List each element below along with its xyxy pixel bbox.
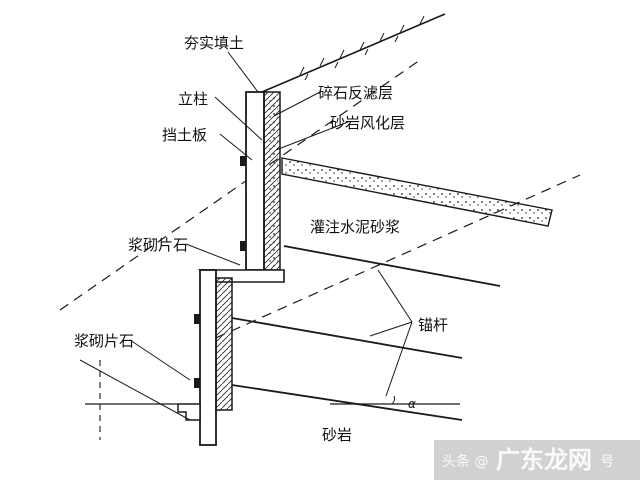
label-weathered-sandstone: 砂岩风化层 — [330, 114, 405, 132]
slope-hatch — [299, 15, 425, 81]
label-angle-alpha: α — [408, 397, 416, 411]
anchor-rod-2 — [231, 317, 463, 359]
ground-slope-line — [261, 13, 446, 93]
watermark-suffix: 号 — [600, 454, 614, 470]
label-retaining-plate: 挡土板 — [162, 126, 207, 144]
label-sandstone: 砂岩 — [322, 426, 352, 444]
lower-column — [199, 269, 217, 446]
slanted-leader — [79, 359, 191, 421]
angle-arc — [391, 395, 396, 405]
label-grout-cement-mortar: 灌注水泥砂浆 — [310, 218, 400, 236]
base-footing — [177, 403, 201, 421]
anchor-heads — [194, 156, 246, 388]
label-mortar-rubble-lower: 浆砌片石 — [74, 332, 134, 350]
watermark-brand: 广东龙网 — [496, 446, 592, 474]
grout-anchor-sleeve — [281, 157, 553, 227]
label-gravel-filter: 碎石反滤层 — [318, 84, 393, 102]
leader-lines — [129, 51, 413, 397]
label-mortar-rubble-upper: 浆砌片石 — [128, 236, 188, 254]
gravel-filter-layer — [268, 96, 278, 266]
dashed-slip-line-upper — [59, 59, 421, 311]
label-anchor-rod: 锚杆 — [418, 316, 448, 334]
anchor-rod-3 — [231, 384, 463, 421]
lower-plate — [215, 277, 233, 411]
upper-column — [245, 91, 265, 271]
anchor-rod-1 — [283, 245, 501, 287]
watermark: 头条 @ 广东龙网 号 — [434, 440, 640, 480]
label-compacted-fill: 夯实填土 — [184, 34, 244, 52]
label-column: 立柱 — [178, 90, 208, 108]
watermark-prefix: 头条 @ — [442, 453, 488, 470]
